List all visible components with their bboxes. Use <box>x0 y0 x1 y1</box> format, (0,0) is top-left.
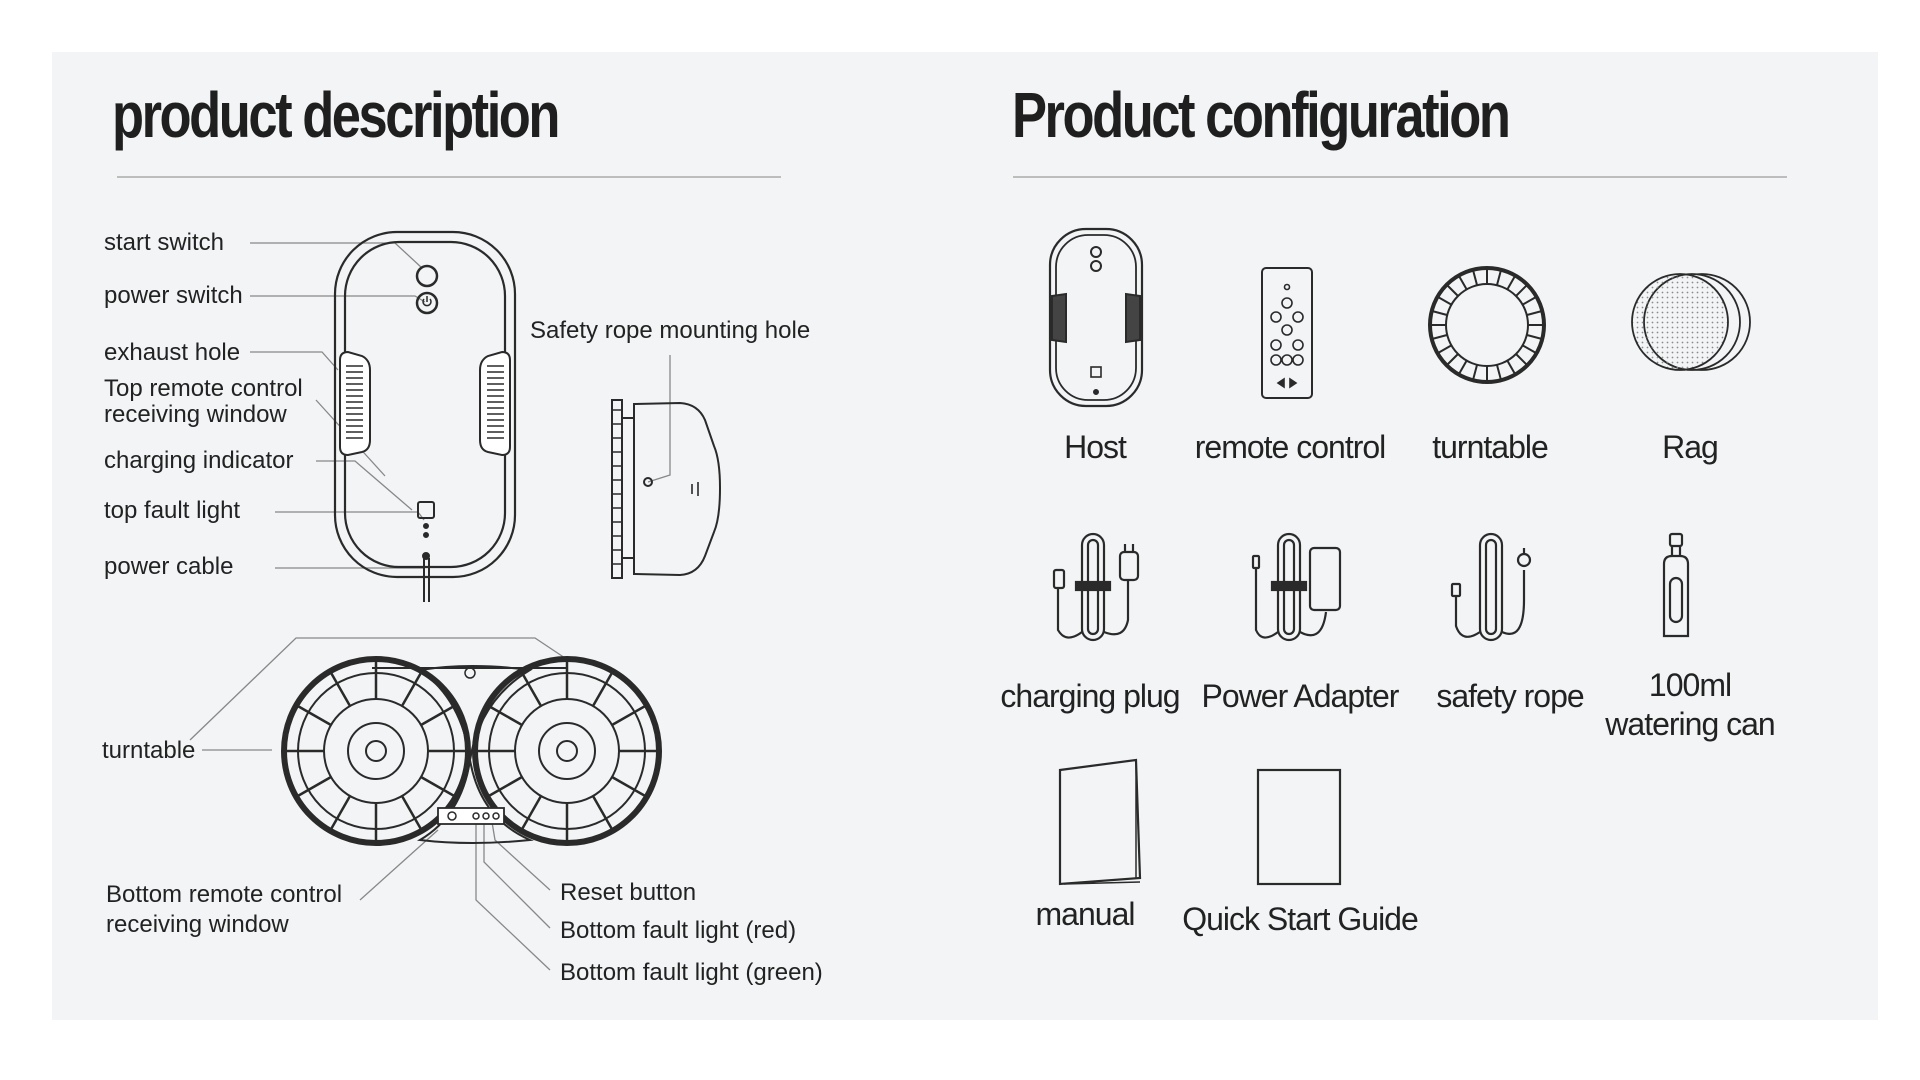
watering-can-icon <box>1662 532 1690 638</box>
caption-rag: Rag <box>1662 429 1719 465</box>
start-switch-icon <box>415 264 439 288</box>
caption-turntable: turntable <box>1432 429 1549 465</box>
label-bottom-remote-control-line1: Bottom remote control <box>106 881 343 908</box>
safety-rope-icon <box>1450 532 1532 642</box>
bottom-turntable-left <box>281 656 471 846</box>
label-reset-button: Reset button <box>560 879 697 906</box>
power-switch-icon <box>415 291 439 315</box>
host-icon <box>1048 227 1144 408</box>
caption-watering-can-line2: watering can <box>1605 706 1775 742</box>
label-top-fault-light: top fault light <box>104 497 241 524</box>
label-bottom-fault-light-red: Bottom fault light (red) <box>560 917 797 944</box>
caption-quick-start-guide: Quick Start Guide <box>1182 901 1419 937</box>
label-top-remote-control-line2: receiving window <box>104 401 287 428</box>
charging-plug-icon <box>1052 532 1140 642</box>
product-description-title: product description <box>112 79 560 151</box>
label-bottom-remote-control-line2: receiving window <box>106 911 289 938</box>
label-top-remote-control-line1: Top remote control <box>104 375 303 402</box>
label-charging-indicator: charging indicator <box>104 447 294 474</box>
quick-start-guide-icon <box>1256 768 1342 886</box>
top-fault-light-icon <box>423 523 429 529</box>
label-bottom-fault-light-green: Bottom fault light (green) <box>560 959 823 986</box>
remote-control-icon <box>1261 267 1313 399</box>
leader-lines <box>189 242 671 971</box>
caption-host: Host <box>1064 429 1127 465</box>
label-start-switch: start switch <box>104 229 225 256</box>
charging-indicator-icon <box>417 501 435 519</box>
caption-remote-control: remote control <box>1194 429 1387 465</box>
rag-icon <box>1631 273 1751 371</box>
caption-manual: manual <box>1035 896 1136 932</box>
turntable-icon <box>1428 266 1546 384</box>
label-exhaust-hole: exhaust hole <box>104 339 241 366</box>
caption-power-adapter: Power Adapter <box>1201 678 1400 714</box>
robot-side-view <box>611 399 722 579</box>
title-divider-right <box>1013 176 1787 178</box>
robot-bottom-view <box>281 656 662 846</box>
exhaust-grille-left <box>339 350 371 457</box>
product-configuration-title: Product configuration <box>1012 79 1511 151</box>
title-divider-left <box>117 176 781 178</box>
power-adapter-icon <box>1251 532 1342 642</box>
label-power-switch: power switch <box>104 282 243 309</box>
caption-charging-plug: charging plug <box>1000 678 1180 714</box>
robot-front-view <box>333 230 517 602</box>
label-safety-rope-mounting-hole: Safety rope mounting hole <box>530 317 811 344</box>
manual-icon <box>1058 758 1142 886</box>
caption-watering-can-line1: 100ml <box>1648 667 1732 703</box>
exhaust-grille-right <box>479 350 511 457</box>
caption-safety-rope: safety rope <box>1436 678 1584 714</box>
label-power-cable: power cable <box>104 553 234 580</box>
background-panel <box>52 52 1878 1020</box>
bottom-turntable-right <box>472 656 662 846</box>
label-turntable: turntable <box>102 737 196 764</box>
